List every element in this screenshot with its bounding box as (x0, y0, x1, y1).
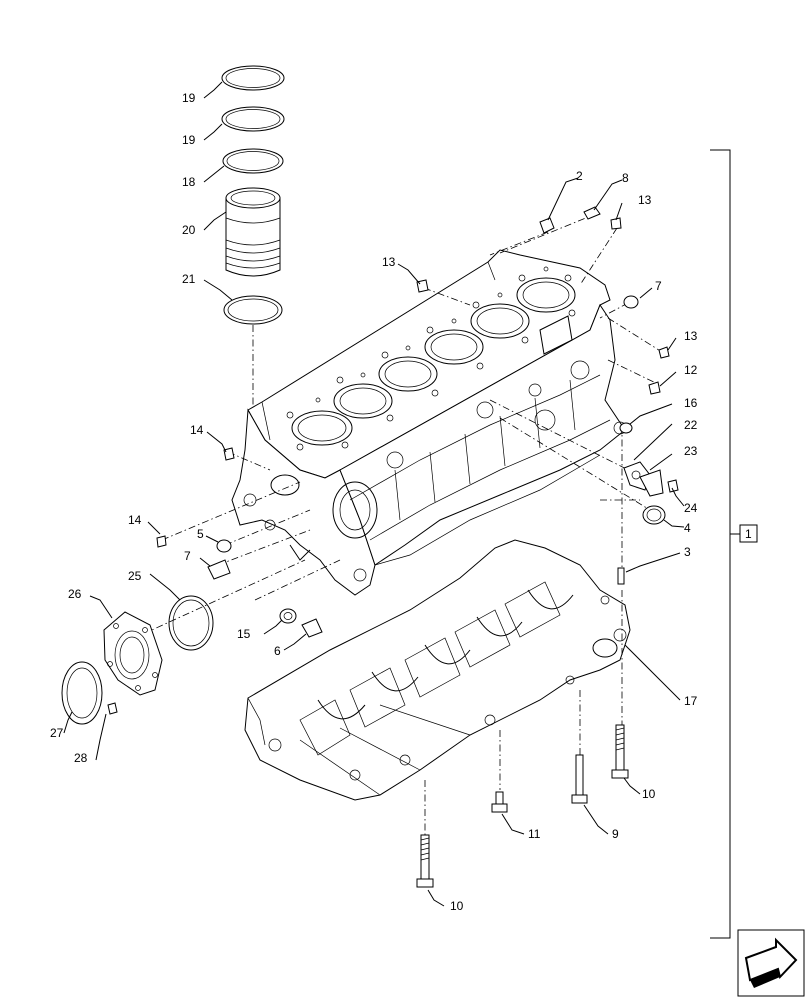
assembly-reference-box (739, 524, 758, 543)
callout-5: 5 (197, 527, 204, 541)
arrow-icon[interactable] (737, 929, 805, 997)
callout-3: 3 (684, 545, 691, 559)
callout-19b: 19 (182, 133, 196, 147)
bolt-10-left (416, 834, 434, 888)
bolt-9 (571, 754, 588, 804)
bedplate (244, 539, 631, 801)
callout-7b: 7 (184, 549, 191, 563)
assembly-bracket: 1 (710, 149, 758, 939)
callout-27: 27 (50, 726, 64, 740)
callout-6: 6 (274, 644, 281, 658)
bolt-10-right (611, 724, 629, 779)
assembly-lines (129, 212, 663, 835)
leader-lines (63, 81, 685, 907)
callout-18: 18 (182, 175, 196, 189)
callout-14b: 14 (128, 513, 142, 527)
callout-15: 15 (237, 627, 251, 641)
callout-9: 9 (612, 827, 619, 841)
callout-28: 28 (74, 751, 88, 765)
liner-seal-21 (223, 295, 283, 325)
callout-11: 11 (528, 827, 541, 841)
engine-block (231, 249, 627, 596)
callout-16: 16 (684, 396, 698, 410)
callout-2: 2 (576, 169, 583, 183)
liner-stack (221, 65, 285, 420)
callout-13b: 13 (382, 255, 396, 269)
callout-labels: 19 19 18 20 21 2 8 13 13 7 13 12 16 22 2… (50, 91, 698, 913)
callout-21: 21 (182, 272, 196, 286)
bolt-11 (491, 791, 508, 813)
callout-4: 4 (684, 521, 691, 535)
callout-8: 8 (622, 171, 629, 185)
rear-seal-cover (103, 611, 163, 696)
callout-13a: 13 (638, 193, 652, 207)
callout-24: 24 (684, 501, 698, 515)
small-parts (61, 206, 679, 888)
callout-25: 25 (128, 569, 142, 583)
assembly-reference-number: 1 (745, 527, 752, 541)
callout-20: 20 (182, 223, 196, 237)
o-ring-18 (222, 148, 284, 174)
callout-23: 23 (684, 444, 698, 458)
callout-14a: 14 (190, 423, 204, 437)
o-ring-19-upper (221, 65, 285, 91)
o-ring-19-lower (221, 106, 285, 132)
callout-12: 12 (684, 363, 698, 377)
callout-13c: 13 (684, 329, 698, 343)
callout-10b: 10 (450, 899, 464, 913)
callout-22: 22 (684, 418, 698, 432)
callout-10a: 10 (642, 787, 656, 801)
callout-7a: 7 (655, 279, 662, 293)
callout-26: 26 (68, 587, 82, 601)
cylinder-liner (225, 187, 281, 277)
callout-19a: 19 (182, 91, 196, 105)
callout-17: 17 (684, 694, 698, 708)
